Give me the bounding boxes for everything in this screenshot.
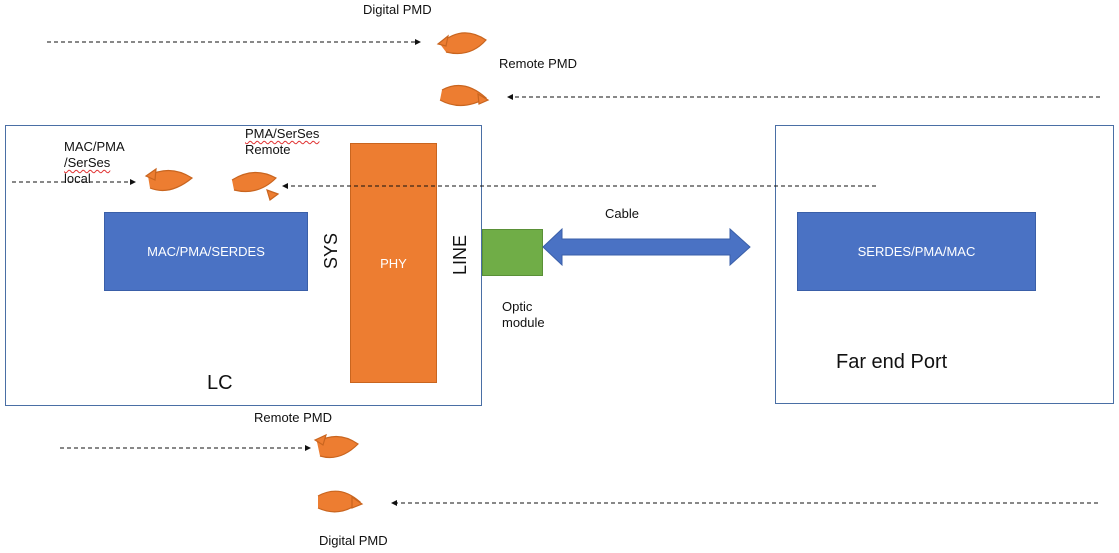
loop-icon xyxy=(317,490,364,513)
lc-label: LC xyxy=(207,372,233,394)
pma-serses-remote-line1: PMA/SerSes xyxy=(245,126,320,141)
optic-module-block xyxy=(482,229,543,276)
far-end-port-label: Far end Port xyxy=(836,351,948,373)
remote-pmd-bottom-label: Remote PMD xyxy=(254,410,333,425)
far-end-frame xyxy=(775,125,1114,404)
mac-pma-serdes-label: MAC/PMA/SERDES xyxy=(147,244,265,259)
serdes-pma-mac-block: SERDES/PMA/MAC xyxy=(797,212,1036,291)
lc-frame xyxy=(5,125,482,406)
pma-serses-remote-line2: Remote xyxy=(245,142,291,157)
loop-icon xyxy=(231,171,280,201)
mac-pma-local-line1: MAC/PMA xyxy=(64,139,125,154)
loop-icon xyxy=(439,84,490,107)
digital-pmd-bottom-label: Digital PMD xyxy=(319,533,388,548)
phy-label: PHY xyxy=(380,255,407,271)
cable-label: Cable xyxy=(605,206,639,221)
cable-double-arrow xyxy=(542,227,751,267)
loop-icon xyxy=(436,32,487,55)
loop-icon xyxy=(313,433,359,459)
optic-module-line1: Optic xyxy=(502,299,533,314)
serdes-pma-mac-label: SERDES/PMA/MAC xyxy=(857,244,976,259)
mac-pma-serdes-block: MAC/PMA/SERDES xyxy=(104,212,308,291)
mac-pma-local-line3: local xyxy=(64,171,91,186)
mac-pma-local-line2: /SerSes xyxy=(64,155,111,170)
optic-module-line2: module xyxy=(502,315,545,330)
loop-icon xyxy=(144,167,194,191)
phy-block: PHY xyxy=(350,143,437,383)
remote-pmd-top-label: Remote PMD xyxy=(499,56,578,71)
digital-pmd-top-label: Digital PMD xyxy=(363,2,432,17)
